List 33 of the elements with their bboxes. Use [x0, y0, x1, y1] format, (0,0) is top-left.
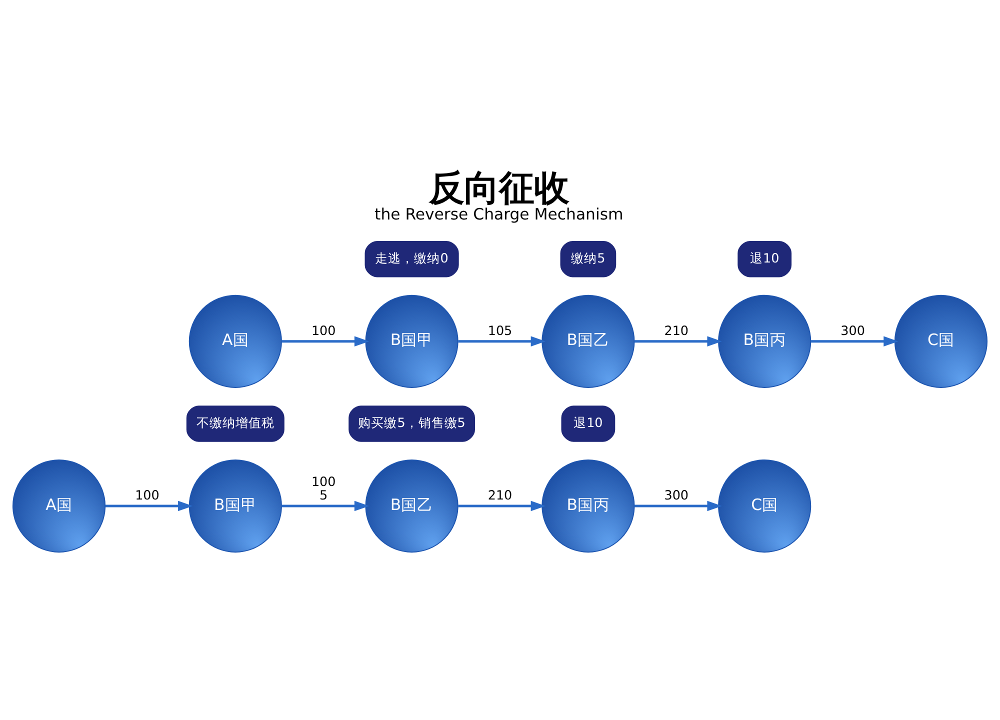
edge-label: 210 [488, 488, 512, 504]
node-circle: B国甲 [188, 458, 282, 552]
node-label: 走逃，缴纳0 [375, 250, 448, 266]
arrow [105, 500, 193, 511]
arrow [810, 336, 898, 346]
arrow [634, 336, 722, 346]
node-circle: B国乙 [542, 294, 635, 388]
edge-label: 105 [488, 323, 512, 338]
node-label: 退10 [750, 250, 780, 266]
diagram-title: 反向征收 [428, 168, 569, 209]
edge-label: 300 [840, 323, 865, 338]
node-label: 不缴纳增值税 [196, 416, 274, 431]
node-label: 缴纳5 [571, 250, 606, 266]
arrow [634, 500, 722, 511]
edge-label: 100 [311, 323, 336, 338]
edge-label: 100 [135, 488, 160, 504]
arrow [458, 336, 546, 346]
arrow [458, 500, 546, 511]
arrow [282, 500, 370, 511]
edge-label: 100 5 [311, 474, 336, 504]
node-circle: C国 [894, 294, 988, 388]
node-circle: B国丙 [542, 458, 635, 552]
node-circle: A国 [188, 294, 282, 388]
node-circle: B国甲 [365, 294, 458, 388]
edge-label: 210 [664, 323, 689, 338]
node-label: 购买缴5，销售缴5 [358, 416, 466, 431]
arrow [282, 336, 370, 346]
node-circle: B国丙 [718, 294, 812, 388]
edge-label: 300 [664, 488, 689, 504]
node-label: 退10 [574, 416, 603, 431]
node-circle: B国乙 [365, 458, 458, 552]
node-circle: C国 [718, 458, 812, 552]
node-circle: A国 [12, 458, 106, 552]
